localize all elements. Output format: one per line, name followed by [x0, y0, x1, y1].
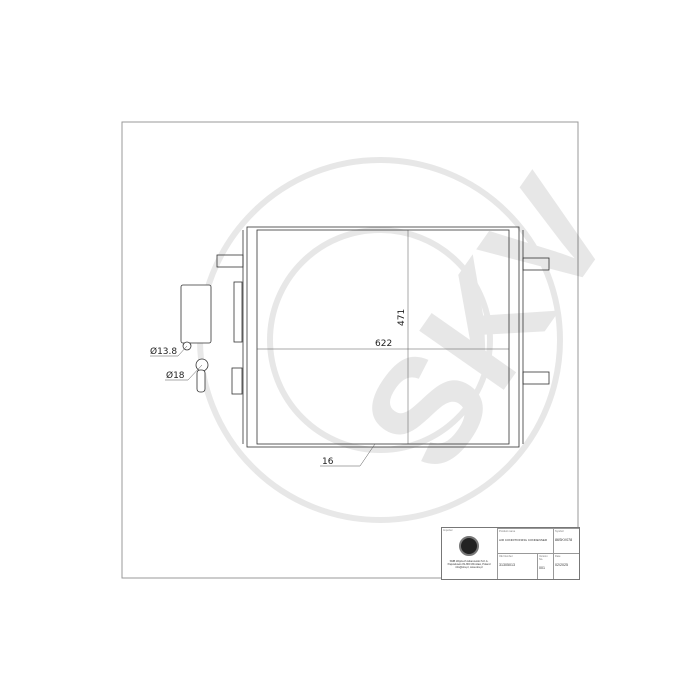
skv-watermark: SKV	[197, 149, 644, 523]
importer-label: Importer	[443, 529, 453, 532]
dimension-lines	[150, 230, 509, 467]
symbol-label: Symbol	[555, 530, 564, 533]
version-label: Version No.	[539, 555, 548, 561]
svg-text:SKV: SKV	[329, 149, 644, 498]
height-dimension: 471	[397, 309, 407, 326]
drawing-frame	[121, 121, 579, 579]
date-label: Date	[555, 555, 561, 558]
date: 02/2025	[555, 563, 568, 567]
product-name-label: Product name	[499, 530, 516, 533]
oe-label: OE Number	[499, 555, 513, 558]
oe-number: 31305013	[499, 563, 515, 567]
width-dimension: 622	[375, 339, 392, 349]
condenser-core	[216, 226, 550, 448]
product-name: AIR CONDITIONING CONDENSER	[499, 538, 548, 542]
version: 001	[539, 566, 545, 570]
receiver-drier	[180, 284, 212, 393]
importer-logo	[459, 536, 479, 556]
port-small-dimension: Ø13.8	[150, 346, 177, 357]
port-large-dimension: Ø18	[166, 370, 185, 381]
thickness-dimension: 16	[322, 457, 334, 467]
title-block: Importer SMB Wojciech Adamowski S.K.A. P…	[441, 527, 580, 580]
symbol: 86SKV078	[555, 538, 573, 542]
importer-text: SMB Wojciech Adamowski S.K.A. Papowkowo …	[447, 560, 491, 570]
